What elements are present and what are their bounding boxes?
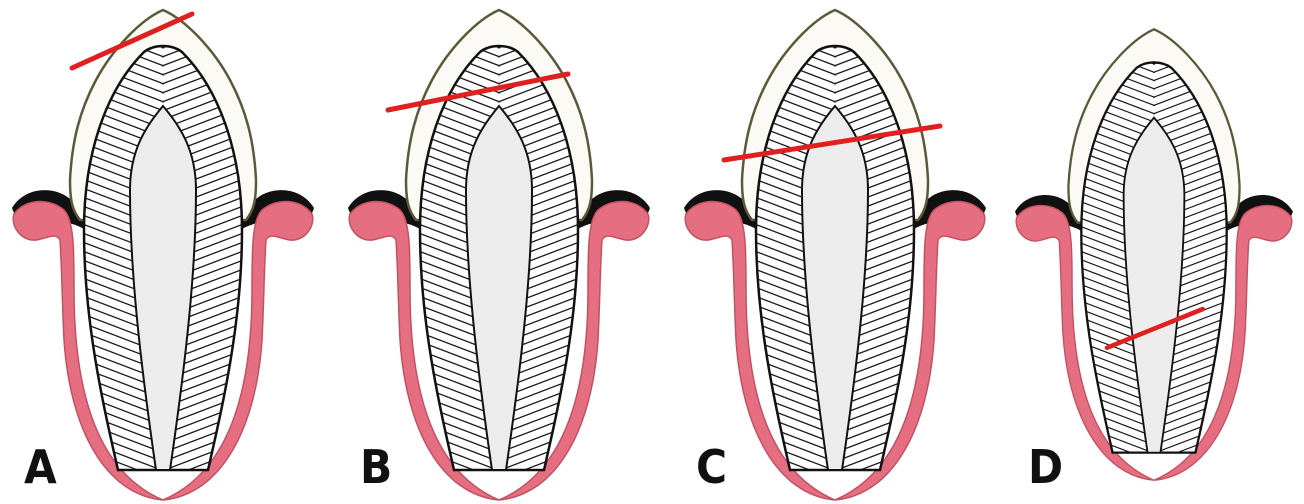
panel-label-b: B: [360, 444, 392, 490]
tooth-diagram-a: [0, 0, 326, 504]
panel-c: C: [672, 0, 998, 504]
tooth-diagram-b: [336, 0, 662, 504]
panel-label-a: A: [24, 444, 57, 490]
panel-d: D: [1004, 0, 1304, 504]
panel-b: B: [336, 0, 662, 504]
tooth-diagram-d: [1004, 0, 1304, 504]
panel-label-c: C: [696, 444, 727, 490]
tooth-diagram-c: [672, 0, 998, 504]
panel-a: A: [0, 0, 326, 504]
panel-label-d: D: [1028, 444, 1063, 490]
